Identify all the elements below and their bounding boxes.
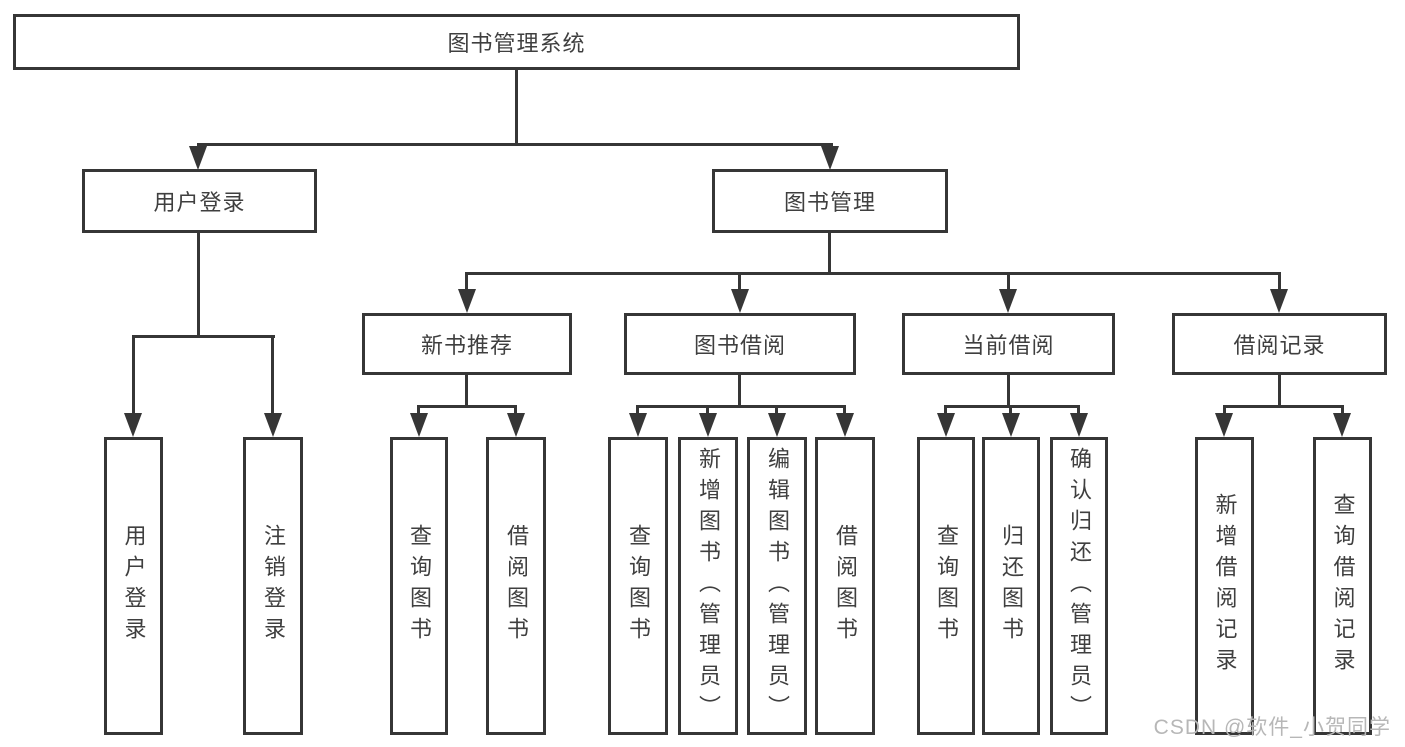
node-user-login: 用户登录 xyxy=(82,169,317,233)
leaf-label: 新增借阅记录 xyxy=(1212,493,1238,679)
leaf-confirm-return-admin: 确认归还（管理员） xyxy=(1050,437,1108,735)
connector-stub-leaf-logout xyxy=(271,335,274,418)
leaf-label: 确认归还（管理员） xyxy=(1067,446,1092,726)
arrowhead xyxy=(1333,413,1351,437)
arrowhead xyxy=(1215,413,1233,437)
arrowhead-to-book-management xyxy=(821,146,839,170)
connector-root-horizontal xyxy=(197,143,833,146)
leaf-borrow-book-recommend: 借阅图书 xyxy=(486,437,546,735)
connector-stub xyxy=(514,405,517,418)
connector-stub-current-borrow xyxy=(1007,272,1010,295)
leaf-edit-book-admin: 编辑图书（管理员） xyxy=(747,437,807,735)
connector-book-borrow-horizontal xyxy=(636,405,846,408)
leaf-label: 查询借阅记录 xyxy=(1330,493,1356,679)
node-label: 借阅记录 xyxy=(1233,333,1326,358)
arrowhead xyxy=(768,413,786,437)
connector-current-borrow-horizontal xyxy=(944,405,1080,408)
arrowhead xyxy=(699,413,717,437)
leaf-label: 查询图书 xyxy=(626,524,651,648)
node-new-book-recommend: 新书推荐 xyxy=(362,313,572,375)
connector-borrow-record-horizontal xyxy=(1223,405,1344,408)
node-book-borrowing: 图书借阅 xyxy=(624,313,856,375)
leaf-query-book-recommend: 查询图书 xyxy=(390,437,448,735)
node-label: 新书推荐 xyxy=(420,333,513,358)
leaf-label: 注销登录 xyxy=(261,524,286,648)
arrowhead-to-leaf-user-login xyxy=(124,413,142,437)
connector-stub-leaf-user-login xyxy=(132,335,135,418)
connector-stub xyxy=(1009,405,1012,418)
arrowhead xyxy=(937,413,955,437)
leaf-borrow-book: 借阅图书 xyxy=(815,437,875,735)
arrowhead-to-borrow-record xyxy=(1270,289,1288,313)
leaf-label: 新增图书（管理员） xyxy=(696,446,721,726)
connector-current-borrow-vertical xyxy=(1007,375,1010,408)
connector-stub-book-borrow xyxy=(738,272,741,295)
connector-stub xyxy=(1077,405,1080,418)
connector-book-mgmt-vertical xyxy=(828,233,831,275)
arrowhead xyxy=(507,413,525,437)
leaf-add-book-admin: 新增图书（管理员） xyxy=(678,437,738,735)
node-label: 用户登录 xyxy=(153,190,246,215)
arrowhead xyxy=(410,413,428,437)
leaf-label: 归还图书 xyxy=(999,524,1024,648)
arrowhead-to-leaf-logout xyxy=(264,413,282,437)
connector-stub xyxy=(1223,405,1226,418)
connector-new-book-horizontal xyxy=(417,405,517,408)
connector-user-login-horizontal xyxy=(132,335,275,338)
arrowhead-to-user-login xyxy=(189,146,207,170)
node-label: 当前借阅 xyxy=(962,333,1055,358)
node-current-borrowing: 当前借阅 xyxy=(902,313,1115,375)
arrowhead xyxy=(1070,413,1088,437)
leaf-label: 借阅图书 xyxy=(833,524,858,648)
leaf-label: 借阅图书 xyxy=(504,524,529,648)
leaf-query-book-borrowing: 查询图书 xyxy=(608,437,668,735)
connector-stub xyxy=(706,405,709,418)
leaf-return-book: 归还图书 xyxy=(982,437,1040,735)
connector-user-login-vertical xyxy=(197,233,200,338)
connector-stub xyxy=(417,405,420,418)
connector-stub-new-book xyxy=(465,272,468,295)
leaf-logout: 注销登录 xyxy=(243,437,303,735)
arrowhead xyxy=(836,413,854,437)
arrowhead xyxy=(629,413,647,437)
arrowhead-to-book-borrow xyxy=(731,289,749,313)
node-library-management-system: 图书管理系统 xyxy=(13,14,1020,70)
connector-borrow-record-vertical xyxy=(1278,375,1281,408)
leaf-add-borrow-record: 新增借阅记录 xyxy=(1195,437,1254,735)
arrowhead-to-current-borrow xyxy=(999,289,1017,313)
connector-stub xyxy=(944,405,947,418)
leaf-label: 用户登录 xyxy=(121,524,147,648)
leaf-query-book-current: 查询图书 xyxy=(917,437,975,735)
leaf-query-borrow-record: 查询借阅记录 xyxy=(1313,437,1372,735)
connector-stub xyxy=(1341,405,1344,418)
connector-stub-borrow-record xyxy=(1278,272,1281,295)
node-borrowing-records: 借阅记录 xyxy=(1172,313,1387,375)
node-label: 图书管理 xyxy=(783,190,876,215)
arrowhead xyxy=(1002,413,1020,437)
arrowhead-to-new-book xyxy=(458,289,476,313)
connector-stub xyxy=(636,405,639,418)
connector-book-mgmt-horizontal xyxy=(465,272,1281,275)
leaf-label: 编辑图书（管理员） xyxy=(765,446,790,726)
leaf-label: 查询图书 xyxy=(407,524,432,648)
leaf-label: 查询图书 xyxy=(934,524,959,648)
connector-root-vertical xyxy=(515,70,518,146)
leaf-user-login: 用户登录 xyxy=(104,437,163,735)
node-label: 图书借阅 xyxy=(693,333,786,358)
connector-stub xyxy=(775,405,778,418)
connector-new-book-vertical xyxy=(465,375,468,408)
node-book-management: 图书管理 xyxy=(712,169,948,233)
connector-book-borrow-vertical xyxy=(738,375,741,408)
node-label: 图书管理系统 xyxy=(447,31,586,56)
connector-stub xyxy=(843,405,846,418)
